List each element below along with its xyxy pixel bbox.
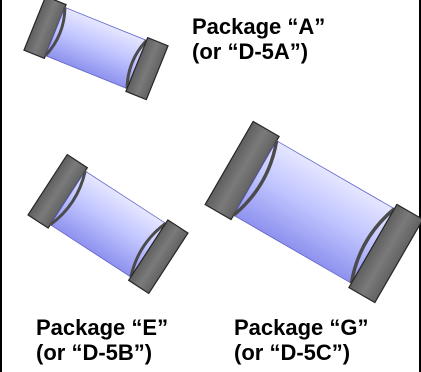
- package-e-right-rim: [129, 222, 167, 278]
- package-g-left-rim: [232, 140, 279, 217]
- package-a-name: Package “A”: [192, 14, 326, 39]
- package-e-right-cap: [127, 219, 189, 295]
- package-e-name: Package “E”: [36, 315, 169, 340]
- package-g-label: Package “G” (or “D-5C”): [234, 315, 369, 365]
- package-a-right-cap: [125, 36, 169, 101]
- package-a-label: Package “A” (or “D-5A”): [192, 14, 325, 64]
- package-e-alias: (or “D-5B”): [36, 340, 153, 365]
- package-a-left-rim: [44, 7, 67, 57]
- package-g-right-cap: [348, 203, 421, 304]
- package-e-component: [27, 153, 189, 295]
- package-g-component: [204, 120, 421, 304]
- package-g-alias: (or “D-5C”): [234, 340, 351, 365]
- package-a-alias: (or “D-5A”): [192, 39, 309, 64]
- package-a-component: [23, 0, 169, 101]
- package-g-name: Package “G”: [234, 315, 369, 340]
- package-e-left-rim: [49, 170, 87, 226]
- package-g-right-rim: [349, 207, 396, 284]
- package-e-label: Package “E” (or “D-5B”): [36, 315, 168, 365]
- package-a-right-rim: [125, 39, 148, 89]
